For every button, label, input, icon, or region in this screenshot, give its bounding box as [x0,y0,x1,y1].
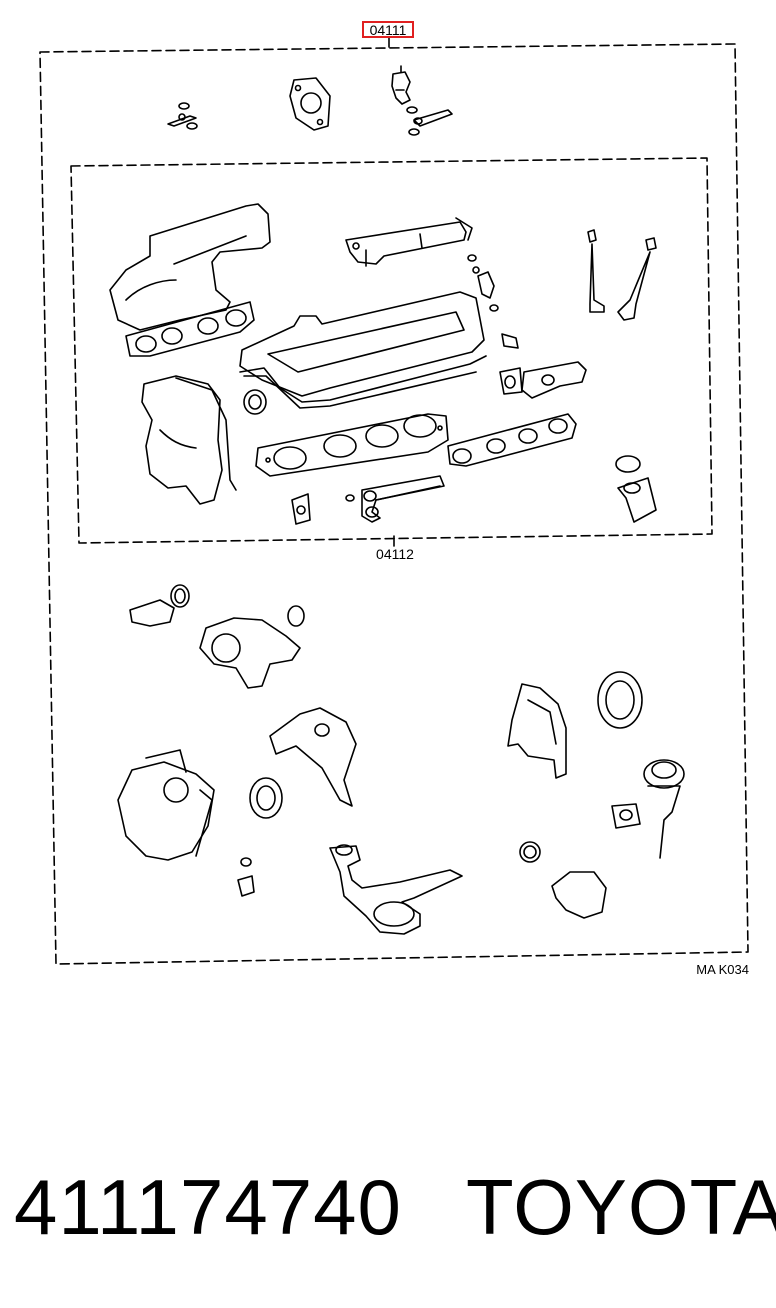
egr-gasket-set [499,361,587,399]
sensor-plug [391,65,411,105]
exhaust-pipe-gasket [361,475,445,523]
intake-manifold-gasket [109,203,271,331]
small-clip-parts [167,102,198,130]
exhaust-manifold-gasket-right [447,413,577,467]
inner-kit-boundary [70,157,713,544]
part-number: 411174740 [14,1163,402,1251]
egr-valve-gasket [611,759,685,859]
rear-crank-oil-seal [597,671,643,729]
exhaust-manifold-gasket-left [125,301,255,357]
valve-right [617,237,657,321]
oil-strainer-tube [329,844,463,935]
flange-gasket [289,77,331,131]
kit-label: 04111 [370,22,407,38]
small-fitting [501,333,519,349]
camshaft-oil-seal [243,389,267,415]
rear-oil-seal-retainer-gasket [507,683,567,779]
oil-strainer-gasket [519,841,607,919]
timing-cover-gasket-lower [269,707,357,807]
valve-left [587,229,605,313]
fuel-injector-rail [345,217,473,267]
outer-kit-boundary [39,43,749,965]
exhaust-ring-gasket [615,455,657,523]
front-cover-gasket [117,749,215,861]
front-crank-oil-seal [249,777,283,819]
drawing-ref-code: MA K034 [696,962,749,977]
brand-name: TOYOTA [466,1163,776,1251]
kit-label-highlight [362,21,414,38]
timing-cover-gasket-left [141,375,237,505]
subkit-label: 04112 [376,546,414,562]
valve-cover-gasket [239,291,487,409]
cylinder-head-gasket [255,413,449,477]
small-gasket-inner [291,493,355,525]
gasket-kit-diagram: 04111 04112 MA K034 [39,21,749,977]
injector-seals [467,254,499,312]
part-footer: 411174740 TOYOTA [14,1162,776,1252]
small-washer-lower [237,857,255,897]
small-seal-set [406,106,453,136]
water-outlet-gasket [129,584,190,627]
water-pump-gasket [199,605,305,689]
